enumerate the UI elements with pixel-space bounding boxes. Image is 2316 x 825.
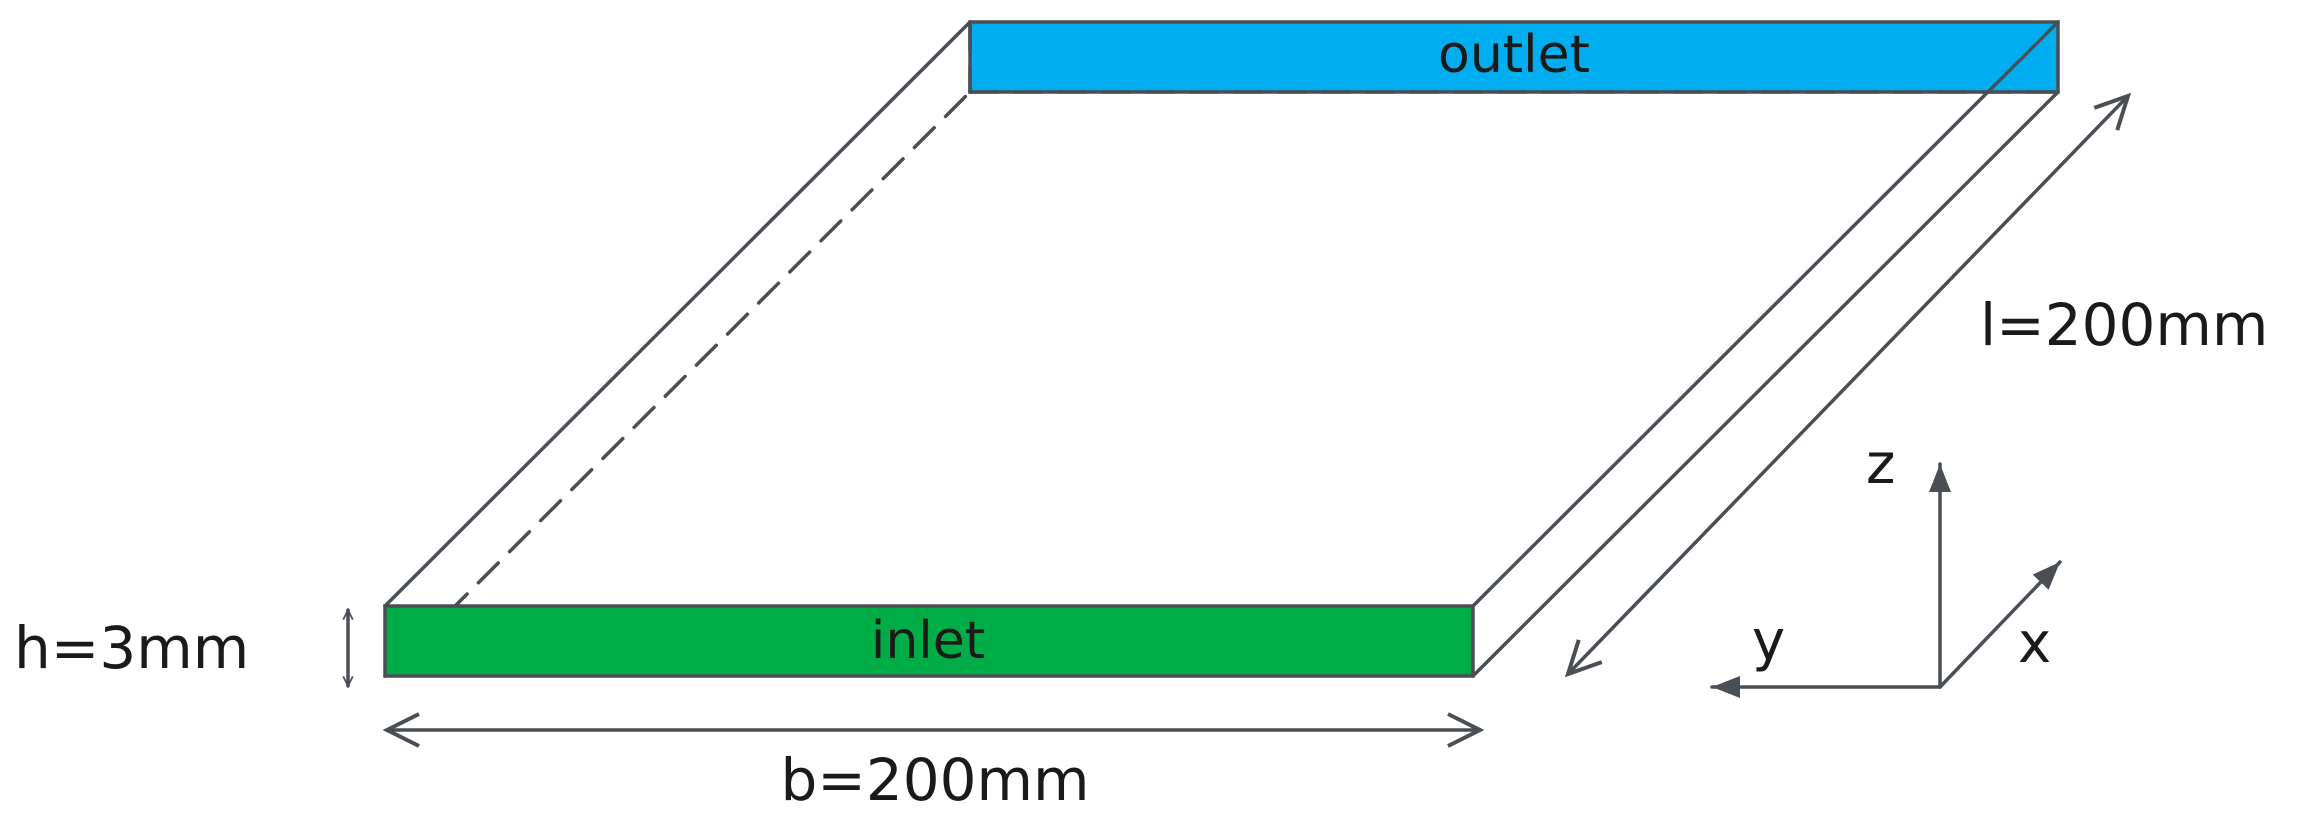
edge-top-right-diagonal [1471,20,2060,608]
outlet-face [968,20,2060,94]
height-dimension-label: h=3mm [14,614,249,682]
edge-bottom-right-diagonal [1471,90,2060,678]
edge-top-left-diagonal [383,20,972,608]
coordinate-axes: z y x [1710,432,2062,698]
edge-hidden-diagonal [383,90,972,678]
x-axis-label: x [2018,611,2051,676]
inlet-label: inlet [871,611,985,671]
inlet-face [383,604,1475,678]
length-dimension-arrow [1568,96,2128,674]
y-axis-label: y [1752,609,1785,674]
width-dimension-label: b=200mm [780,746,1089,814]
length-dimension-label: l=200mm [1980,291,2268,359]
outlet-label: outlet [1438,25,1590,85]
x-axis-arrow [1938,560,2062,689]
z-axis-label: z [1866,432,1895,497]
